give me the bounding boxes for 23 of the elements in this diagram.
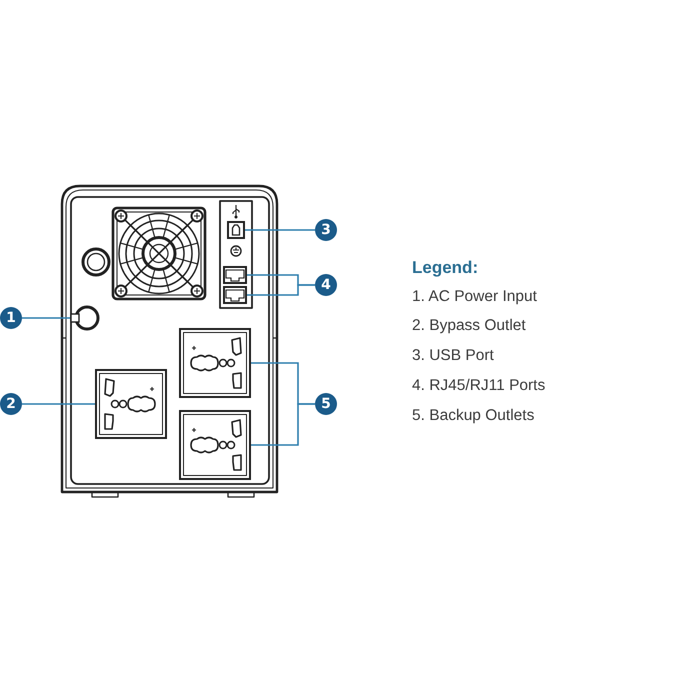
legend-item: 3. USB Port	[412, 346, 494, 366]
power-socket	[179, 328, 251, 398]
network-port	[223, 286, 247, 304]
legend-item: 1. AC Power Input	[412, 287, 537, 307]
usb-port	[227, 221, 245, 239]
leader-line	[247, 284, 315, 296]
callout-number: 3	[315, 219, 337, 241]
legend-heading: Legend:	[412, 258, 478, 278]
callout-number: 1	[0, 307, 22, 329]
network-port	[223, 266, 247, 284]
power-socket	[179, 410, 251, 480]
callout-number: 5	[315, 393, 337, 415]
leader-line	[245, 229, 315, 231]
legend-item: 2. Bypass Outlet	[412, 316, 526, 336]
callout-number: 2	[0, 393, 22, 415]
legend-item: 4. RJ45/RJ11 Ports	[412, 376, 546, 396]
callout-number: 4	[315, 274, 337, 296]
power-socket	[95, 369, 167, 439]
legend-item: 5. Backup Outlets	[412, 406, 534, 426]
leader-line	[22, 317, 70, 319]
leader-line	[251, 403, 315, 446]
power-inlet	[70, 305, 100, 331]
leader-line	[22, 403, 95, 405]
